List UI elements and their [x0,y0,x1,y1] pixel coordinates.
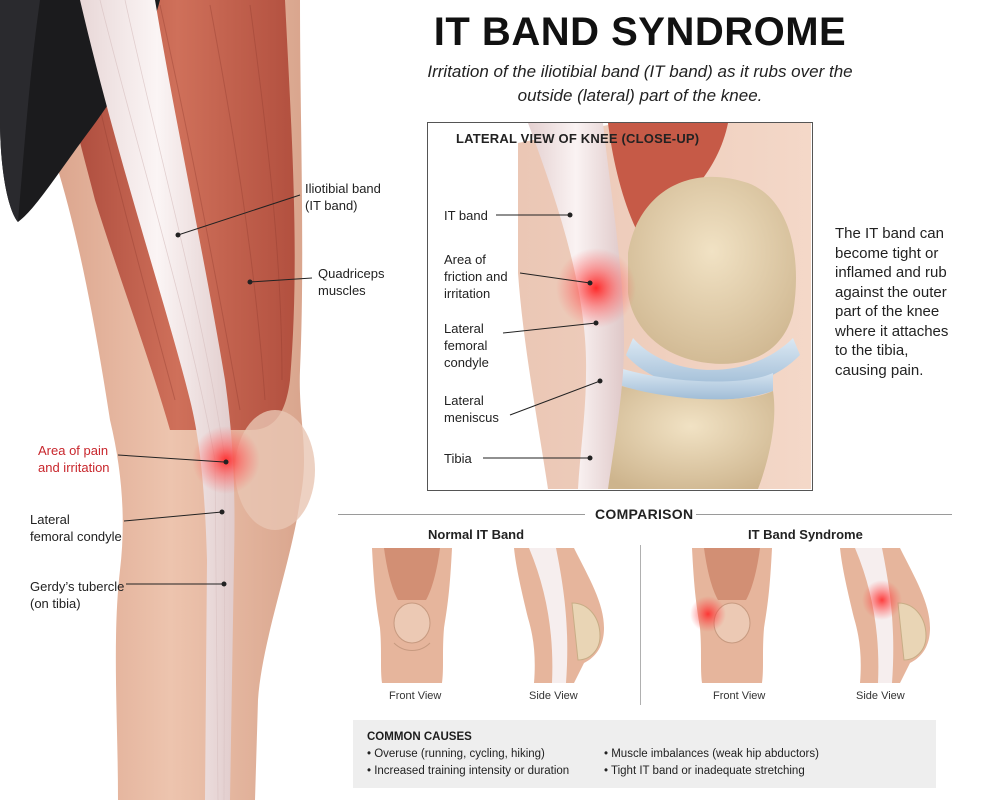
inset-title: LATERAL VIEW OF KNEE (CLOSE-UP) [456,131,700,146]
cause-item: • Increased training intensity or durati… [367,765,570,777]
syndrome-front-view-image [690,548,772,683]
normal-front-view-label: Front View [389,690,442,702]
comparison-rule-left [338,514,585,515]
cause-item: • Overuse (running, cycling, hiking) [367,748,545,760]
common-causes-title: COMMON CAUSES [367,731,472,743]
inset-label-friction-area: Area of friction and irritation [444,252,508,301]
common-causes-panel [353,720,936,788]
side-note: The IT band can become tight or inflamed… [835,225,949,379]
it-band-syndrome-title: IT Band Syndrome [748,527,863,542]
cause-item: • Tight IT band or inadequate stretching [604,765,805,777]
page-title: IT BAND SYNDROME [433,10,847,54]
leg-illustration [0,0,315,800]
page-subtitle: Irritation of the iliotibial band (IT ba… [427,62,853,105]
syndrome-front-view-label: Front View [713,690,766,702]
label-gerdys-tubercle: Gerdy’s tubercle (on tibia) [30,579,125,611]
knee-closeup-illustration [483,123,811,489]
comparison-rule-right [696,514,952,515]
comparison-heading: COMPARISON [595,506,694,522]
syndrome-side-view-image [840,548,930,683]
label-quadriceps: Quadriceps muscles [318,266,385,298]
normal-it-band-title: Normal IT Band [428,527,525,542]
comparison-divider [640,545,641,705]
label-it-band: Iliotibial band (IT band) [305,181,381,213]
inset-label-tibia: Tibia [444,451,472,466]
inset-label-lateral-femoral-condyle: Lateral femoral condyle [444,321,489,370]
cause-item: • Muscle imbalances (weak hip abductors) [604,748,819,760]
label-lateral-femoral-condyle: Lateral femoral condyle [30,512,122,544]
normal-side-view-image [514,548,604,683]
normal-front-view-image [372,548,452,683]
inset-label-lateral-meniscus: Lateral meniscus [444,393,499,425]
normal-side-view-label: Side View [529,690,578,702]
inset-label-it-band: IT band [444,208,488,223]
label-pain-area: Area of pain and irritation [38,443,110,475]
syndrome-side-view-label: Side View [856,690,905,702]
